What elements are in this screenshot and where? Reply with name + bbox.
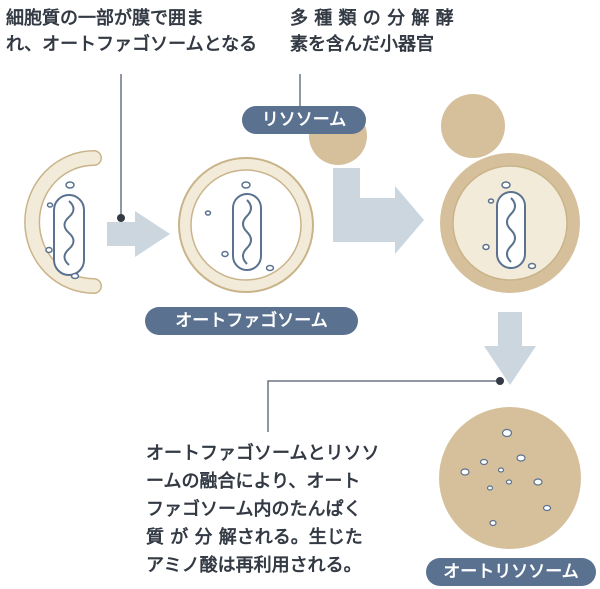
vesicles-1 xyxy=(45,181,80,280)
mitochondrion-cristae-3 xyxy=(506,197,516,263)
leader-dot-bottom xyxy=(496,377,504,385)
note-line: 細胞質の一部が膜で囲ま xyxy=(6,8,204,29)
note-line: れ、オートファゴソームとなる xyxy=(6,34,258,55)
fusing-lysosome xyxy=(441,94,505,158)
note-lysosome-definition: 多 種 類 の 分 解 酵 素を含んだ小器官 xyxy=(290,6,454,58)
vesicles-2 xyxy=(204,181,275,272)
note-line: オートファゴソームとリソソ xyxy=(146,443,380,464)
label-autophagosome: オートファゴソーム xyxy=(145,307,358,335)
leader-line-bottom xyxy=(267,380,500,432)
arrow-to-autophagosome xyxy=(107,211,170,257)
leader-dot-top-left xyxy=(117,214,125,222)
note-line: 多 種 類 の 分 解 酵 xyxy=(290,8,454,29)
note-autophagosome-formation: 細胞質の一部が膜で囲ま れ、オートファゴソームとなる xyxy=(6,6,257,58)
vesicles-3 xyxy=(482,181,537,270)
mitochondrion-1 xyxy=(53,194,85,276)
note-line: ームの融合により、オート xyxy=(146,471,361,492)
note-line: アミノ酸は再利用される。 xyxy=(146,555,362,576)
arrow-to-autolysosome xyxy=(484,312,536,385)
autolysosome xyxy=(439,407,581,549)
label-lysosome: リソソーム xyxy=(242,106,366,134)
mitochondrion-cristae-1 xyxy=(63,200,75,266)
note-fusion-process: オートファゴソームとリソソ ームの融合により、オート ファゴソーム内のたんぱく … xyxy=(146,440,379,580)
degradation-particles xyxy=(460,428,552,527)
phagophore-membrane xyxy=(25,151,101,293)
label-autolysosome: オートリソソーム xyxy=(426,558,596,586)
arrow-to-fusion xyxy=(333,168,424,254)
note-line: 質 が 分 解される。生じた xyxy=(146,527,363,548)
note-line: 素を含んだ小器官 xyxy=(290,34,434,55)
note-line: ファゴソーム内のたんぱく xyxy=(146,499,362,520)
mitochondrion-cristae-2 xyxy=(242,199,252,265)
